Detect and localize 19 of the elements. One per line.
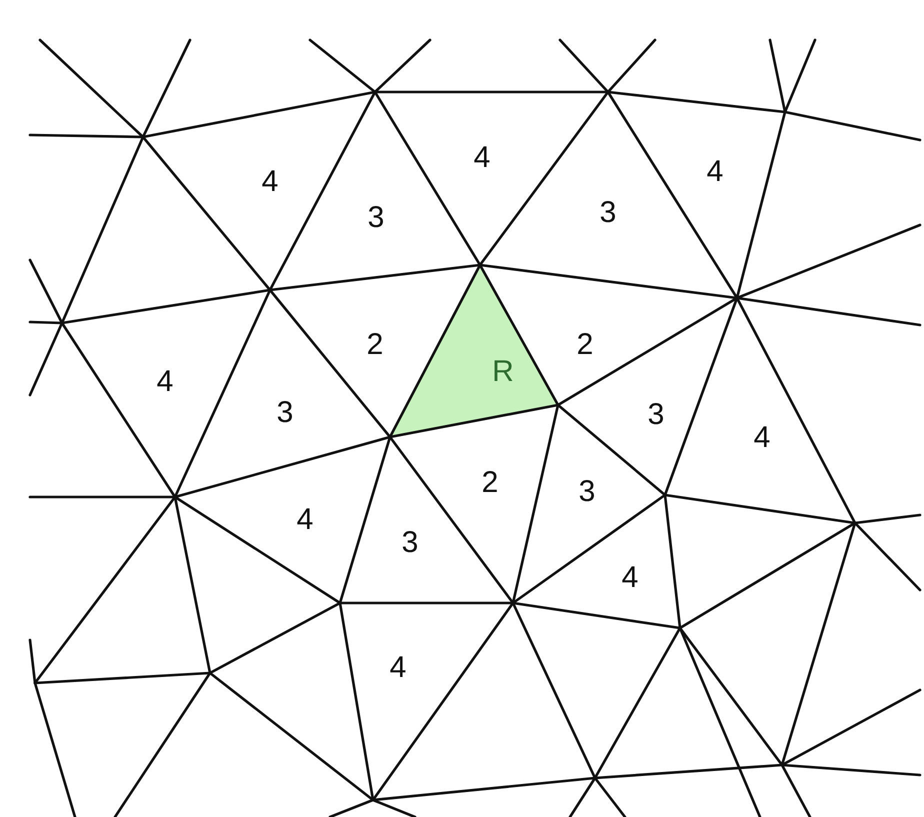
region-number: 3 bbox=[648, 400, 664, 430]
region-number: 4 bbox=[390, 653, 406, 683]
region-number: 2 bbox=[576, 330, 594, 360]
region-number: 2 bbox=[482, 468, 498, 498]
region-number: 4 bbox=[622, 563, 638, 593]
region-number: 3 bbox=[600, 198, 616, 228]
region-number: 4 bbox=[156, 367, 174, 397]
highlighted-triangle bbox=[390, 265, 558, 437]
region-number: 2 bbox=[366, 330, 384, 360]
region-number: 4 bbox=[706, 157, 724, 187]
region-label: R bbox=[492, 357, 514, 387]
region-number: 3 bbox=[402, 528, 418, 558]
region-number: 4 bbox=[474, 143, 490, 173]
region-number: 4 bbox=[296, 505, 314, 535]
region-number: 3 bbox=[578, 477, 596, 507]
region-number: 3 bbox=[276, 398, 294, 428]
region-number: 4 bbox=[754, 423, 770, 453]
region-number: 4 bbox=[262, 167, 278, 197]
region-number: 3 bbox=[368, 203, 384, 233]
